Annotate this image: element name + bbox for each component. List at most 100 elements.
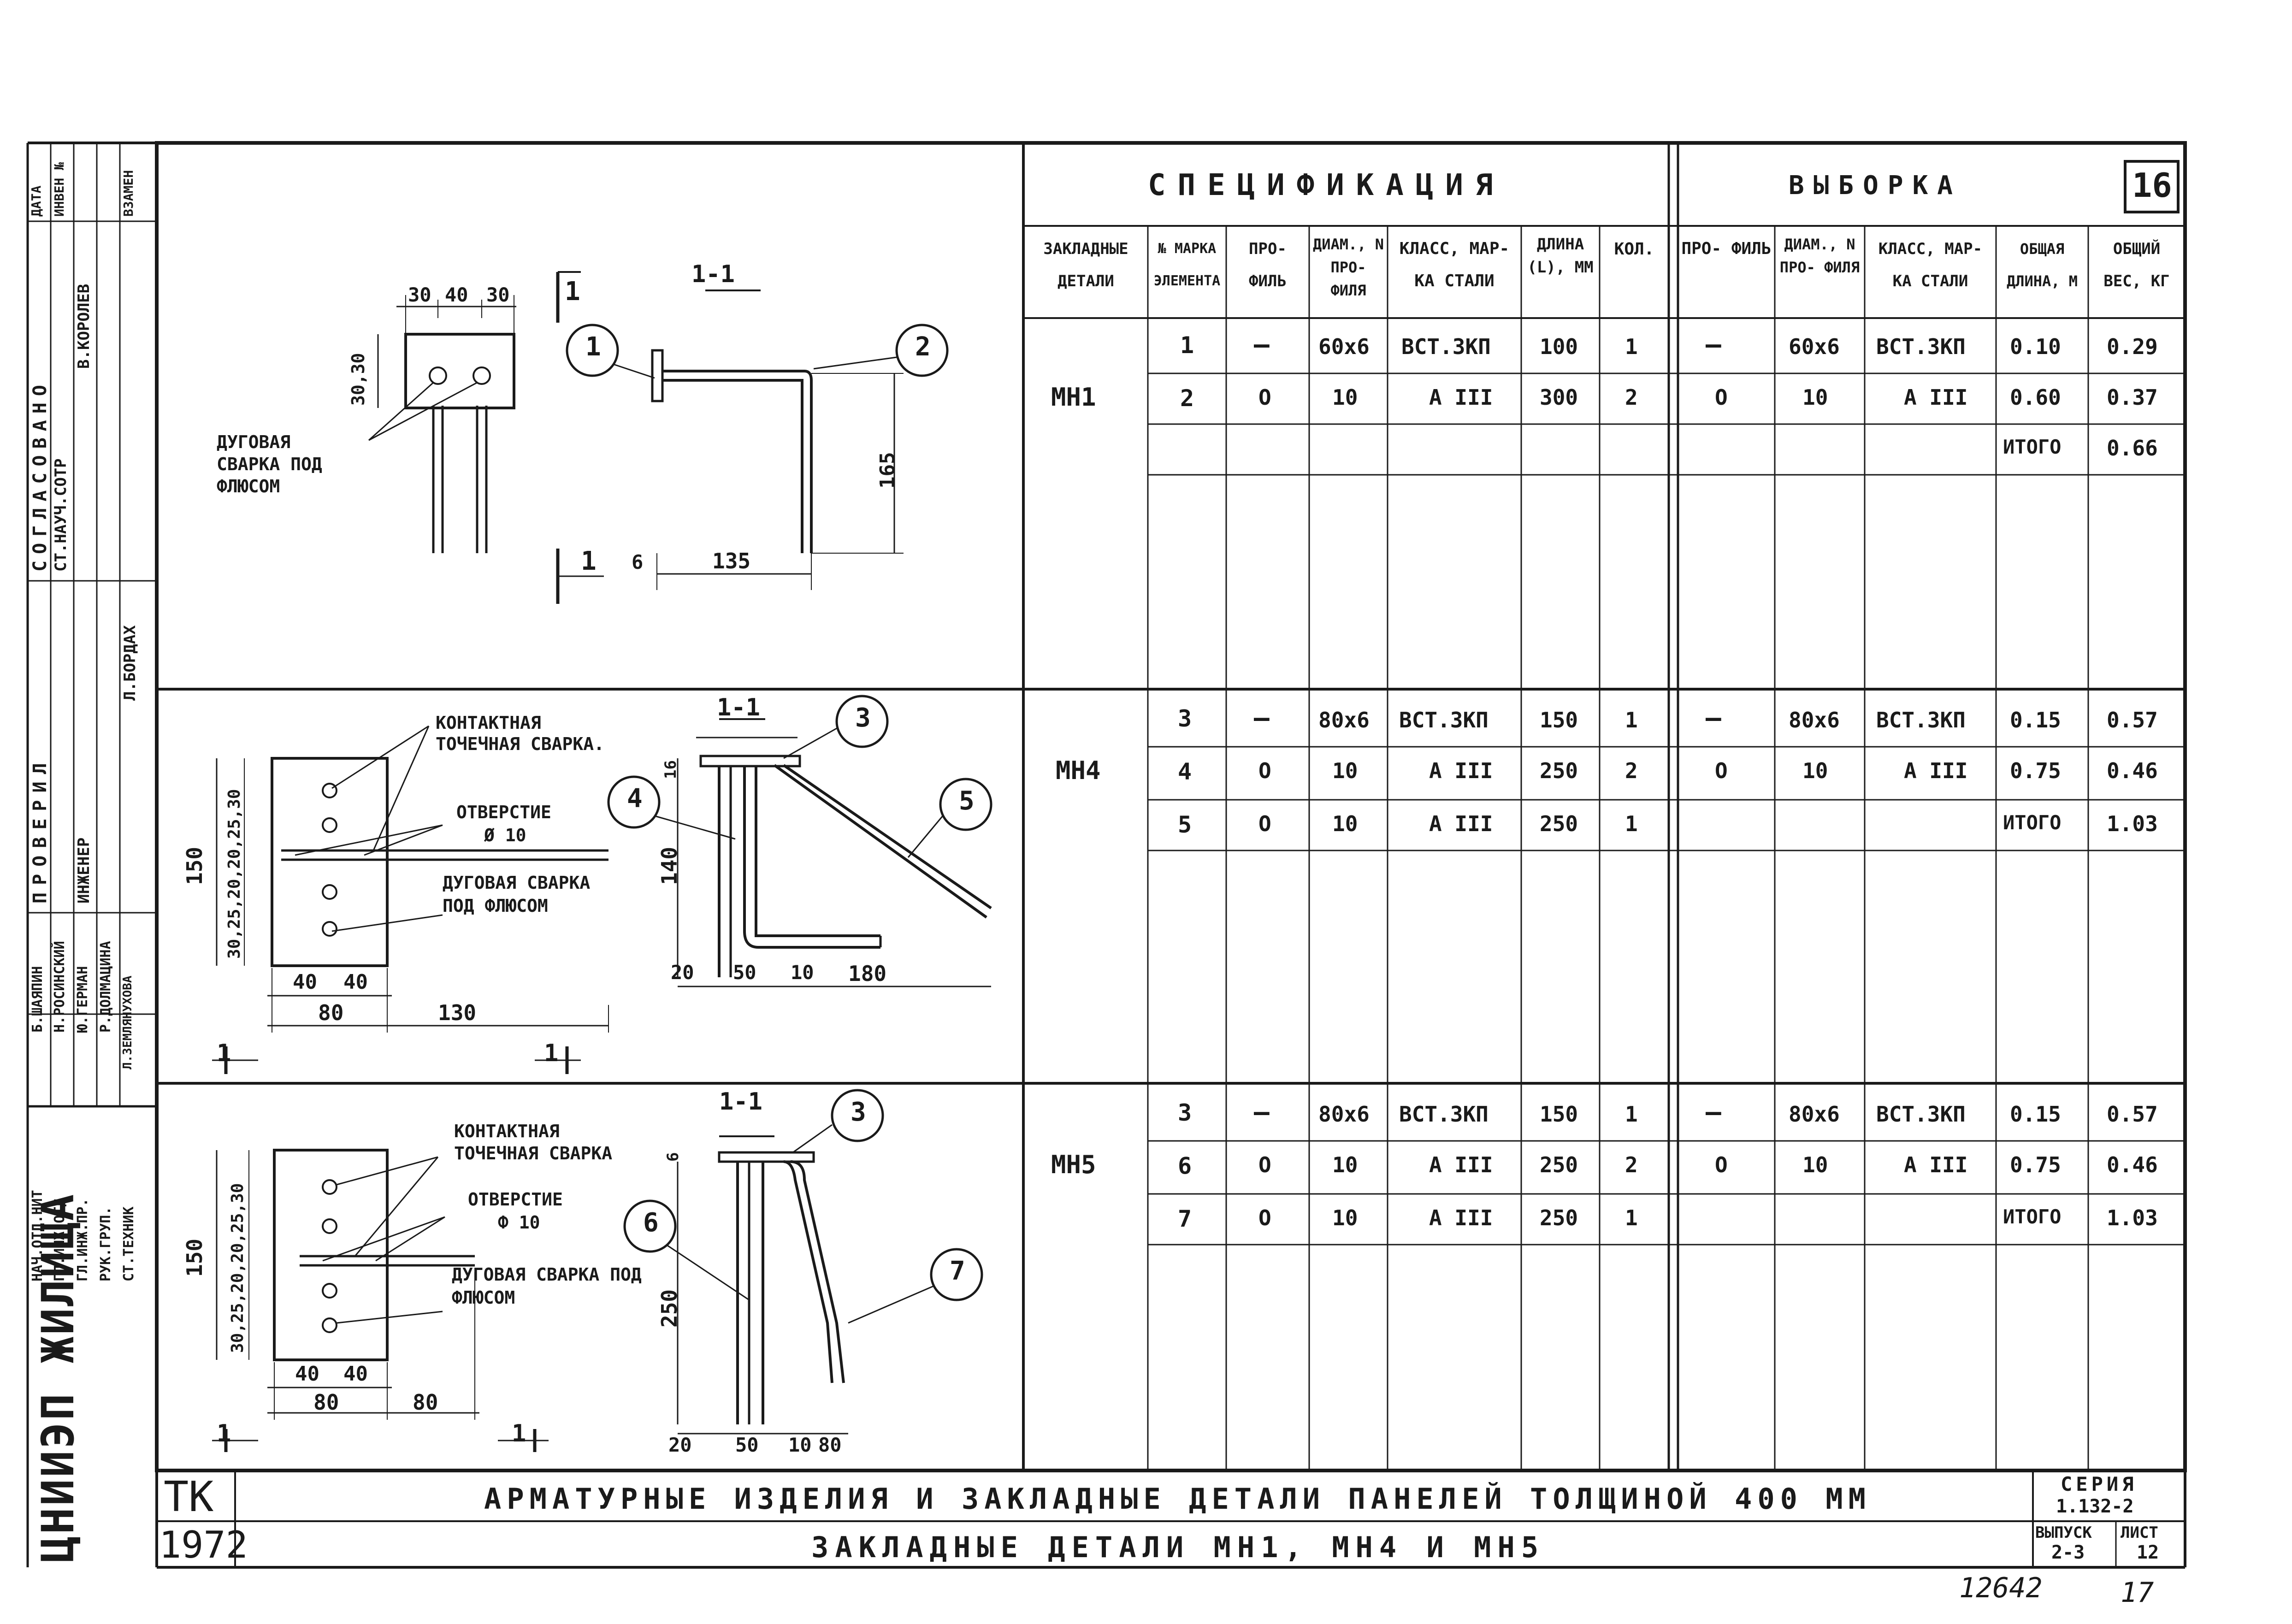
cell-s-wt: 0.57 <box>2107 708 2158 732</box>
callout-number: 4 <box>627 784 643 814</box>
dim-label: 20 <box>668 1434 692 1456</box>
cell-s-steel: ВСТ.3КП <box>1876 334 1966 359</box>
section-label: 1-1 <box>691 260 735 288</box>
cell-s-diam: 80х6 <box>1789 1102 1840 1127</box>
cell-diam: 60х6 <box>1318 334 1370 359</box>
dim-label: 30,25,20,20,25,30 <box>228 1183 247 1353</box>
section-label: 1-1 <box>717 694 760 721</box>
dim-label: 180 <box>848 961 887 986</box>
cell-qty: 1 <box>1625 708 1638 732</box>
col-s-diam-header: ДИАМ., N ПРО- ФИЛЯ <box>1779 236 1860 276</box>
cell-diam: 80х6 <box>1318 708 1370 732</box>
cell-s-len: 0.15 <box>2010 708 2061 732</box>
stamp-approved-name: В.КОРОЛЕВ <box>75 283 93 369</box>
cell-qty: 1 <box>1625 334 1638 359</box>
callout-number: 1 <box>585 332 601 362</box>
cell-s-profile: — <box>1706 330 1721 360</box>
total-label: ИТОГО <box>2003 811 2062 834</box>
cell-length: 250 <box>1540 811 1578 836</box>
cell-steel: ВСТ.3КП <box>1399 1102 1489 1127</box>
cell-s-len: 0.75 <box>2010 758 2061 783</box>
list-label: ЛИСТ <box>2121 1524 2158 1542</box>
org-logo: ЦНИИЭП ЖИЛИЩА <box>32 1192 84 1563</box>
col-profile-header: ПРО- ФИЛЬ <box>1249 240 1287 290</box>
callout-number: 3 <box>851 1097 866 1127</box>
cell-s-wt: 0.46 <box>2107 1152 2158 1177</box>
cell-s-profile: — <box>1706 1097 1721 1127</box>
cell-length: 300 <box>1540 385 1578 410</box>
cell-element: 7 <box>1178 1205 1192 1232</box>
cell-s-len: 0.15 <box>2010 1102 2061 1127</box>
dim-label: 40 <box>343 970 368 994</box>
dim-label: 40 <box>445 283 468 306</box>
dim-label: 140 <box>657 846 682 885</box>
callout-number: 3 <box>855 703 871 733</box>
cell-s-diam: 80х6 <box>1789 708 1840 732</box>
cell-s-profile: О <box>1715 758 1728 783</box>
cell-s-profile: — <box>1706 703 1721 733</box>
stamp-date-label: ДАТА <box>29 185 44 217</box>
cell-profile: О <box>1258 1205 1271 1230</box>
stamp-name: Н.РОСИНСКИЙ <box>52 941 68 1033</box>
stamp-inventory-label: ИНВЕН № <box>52 162 67 217</box>
cell-steel: А III <box>1429 1205 1493 1230</box>
dim-label: 40 <box>293 970 317 994</box>
cell-profile: О <box>1258 385 1271 410</box>
cut-mark: 1 <box>512 1420 526 1447</box>
cell-diam: 10 <box>1332 811 1358 836</box>
cell-s-steel: А III <box>1904 1152 1968 1177</box>
hole-diameter: Ø 10 <box>484 825 526 845</box>
cell-profile: О <box>1258 811 1271 836</box>
dim-label: 20 <box>671 961 694 984</box>
series-label: СЕРИЯ <box>2061 1473 2138 1495</box>
cell-s-len: 0.60 <box>2010 385 2061 410</box>
col-detail-header: ЗАКЛАДНЫЕ ДЕТАЛИ <box>1043 240 1128 290</box>
cell-length: 150 <box>1540 708 1578 732</box>
cell-element: 3 <box>1178 1099 1192 1126</box>
year-label: 1972 <box>159 1524 248 1566</box>
cell-diam: 10 <box>1332 758 1358 783</box>
cell-steel: ВСТ.3КП <box>1401 334 1491 359</box>
sketch-mh1 <box>368 271 949 604</box>
dim-label: 16 <box>662 760 680 779</box>
callout-number: 7 <box>950 1256 965 1286</box>
cell-element: 4 <box>1178 758 1192 785</box>
total-value: 1.03 <box>2107 1205 2158 1230</box>
stamp-role: СТ.ТЕХНИК <box>121 1206 137 1281</box>
dim-label: 80 <box>313 1390 339 1415</box>
stamp-role: РУК.ГРУП. <box>98 1206 114 1281</box>
stamp-approved-role: СТ.НАУЧ.СОТР <box>52 458 70 572</box>
cell-element: 5 <box>1178 811 1192 838</box>
dim-label: 6 <box>664 1152 682 1162</box>
dim-label: 40 <box>343 1362 368 1386</box>
callout-number: 2 <box>915 332 931 362</box>
dim-label: 10 <box>788 1434 812 1456</box>
col-s-wt-header: ОБЩИЙ ВЕС, КГ <box>2103 240 2170 290</box>
cell-s-profile: О <box>1715 1152 1728 1177</box>
weld-note: ДУГОВАЯ СВАРКА ПОД ФЛЮСОМ <box>217 432 322 496</box>
dim-label: 10 <box>791 961 814 984</box>
spec-title: СПЕЦИФИКАЦИЯ <box>1148 168 1505 202</box>
cell-s-steel: А III <box>1904 758 1968 783</box>
title-main: АРМАТУРНЫЕ ИЗДЕЛИЯ И ЗАКЛАДНЫЕ ДЕТАЛИ ПА… <box>484 1482 1871 1516</box>
stamp-name: Ю.ГЕРМАН <box>75 966 91 1033</box>
col-s-steel-header: КЛАСС, МАР- КА СТАЛИ <box>1878 240 1983 290</box>
dim-label: 80 <box>318 1000 344 1025</box>
cell-profile: — <box>1254 703 1270 733</box>
cell-element: 3 <box>1178 705 1192 732</box>
cell-s-wt: 0.29 <box>2107 334 2158 359</box>
contact-weld-note: КОНТАКТНАЯ ТОЧЕЧНАЯ СВАРКА. <box>436 713 605 754</box>
cell-profile: — <box>1254 1097 1270 1127</box>
total-value: 0.66 <box>2107 436 2158 461</box>
stamp-name: Р.ДОЛМАЦИНА <box>98 941 114 1033</box>
dim-label: 80 <box>413 1390 438 1415</box>
arc-weld-note: ДУГОВАЯ СВАРКА ПОД ФЛЮСОМ <box>443 873 591 916</box>
cell-steel: ВСТ.3КП <box>1399 708 1489 732</box>
col-s-profile-header: ПРО- ФИЛЬ <box>1681 239 1772 258</box>
dim-label: 150 <box>182 846 207 885</box>
dim-label: 40 <box>295 1362 319 1386</box>
title-sub: ЗАКЛАДНЫЕ ДЕТАЛИ МН1, МН4 И МН5 <box>811 1530 1545 1564</box>
dim-label: 165 <box>876 452 899 489</box>
stamp-replace-label: ВЗАМЕН <box>121 170 136 217</box>
cell-s-wt: 0.46 <box>2107 758 2158 783</box>
